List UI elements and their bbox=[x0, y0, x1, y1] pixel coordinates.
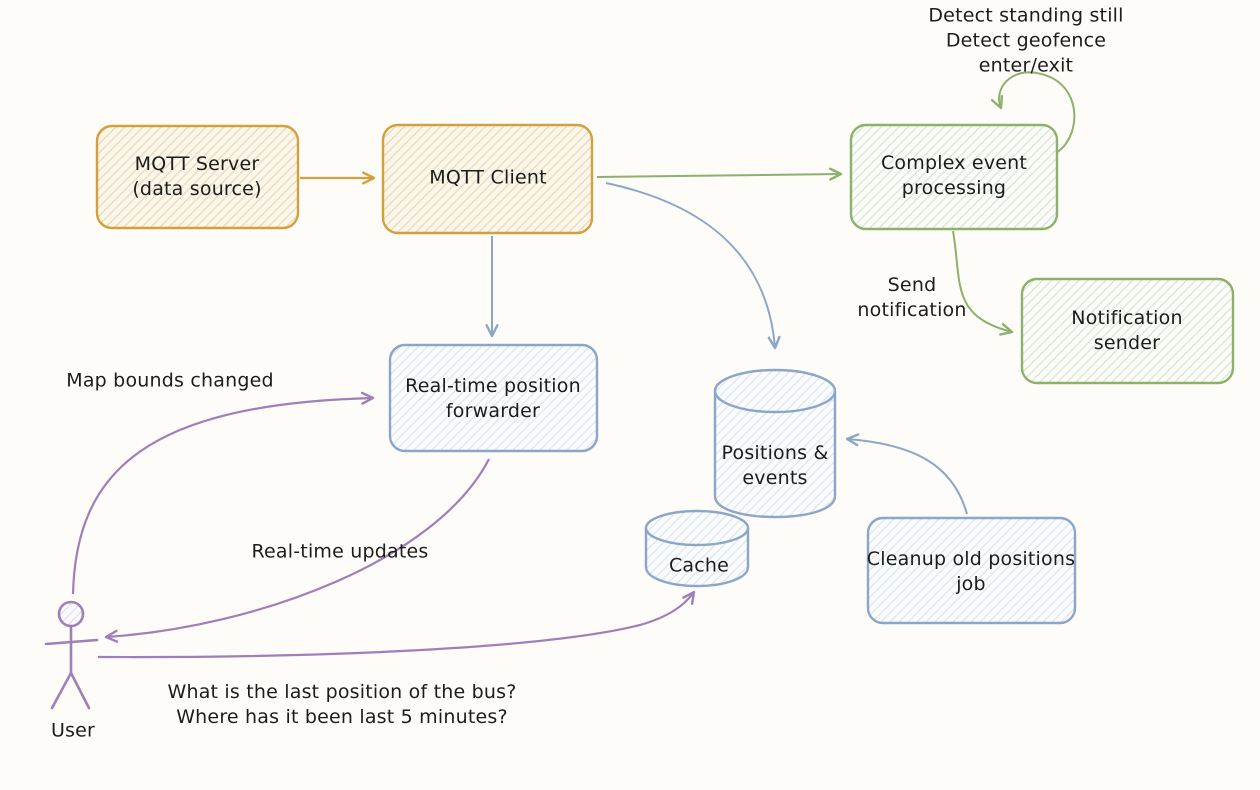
node-notification-sender-label: Notification sender bbox=[1071, 306, 1183, 354]
node-positions-events-db-label: Positions & events bbox=[721, 441, 829, 489]
node-complex-event-processing-shape bbox=[849, 123, 1059, 231]
node-complex-event-processing-label: Complex event processing bbox=[880, 151, 1028, 199]
node-realtime-position-forwarder-label: Real-time position forwarder bbox=[405, 374, 581, 422]
node-mqtt-server-shape bbox=[95, 124, 300, 230]
node-notification-sender-shape bbox=[1020, 277, 1235, 385]
edge-cleanup-to-positions-db bbox=[845, 433, 968, 515]
edge-cep-self-loop bbox=[990, 71, 1076, 154]
node-mqtt-client-label: MQTT Client bbox=[429, 166, 547, 189]
node-mqtt-server-label: MQTT Server (data source) bbox=[132, 152, 262, 200]
edge-cep-to-notification-sender bbox=[952, 230, 1014, 336]
node-positions-events-db-shape bbox=[713, 368, 837, 519]
edge-label-send-notification: Send notification bbox=[857, 273, 967, 321]
edge-client-to-positions-db bbox=[605, 182, 781, 350]
node-mqtt-client-shape bbox=[381, 123, 594, 235]
edge-user-to-cache bbox=[97, 590, 696, 659]
user-label: User bbox=[50, 719, 96, 742]
edge-user-to-forwarder bbox=[71, 391, 375, 595]
node-cache-db-label: Cache bbox=[668, 554, 730, 577]
node-cache-db-shape bbox=[644, 509, 750, 588]
edge-label-map-bounds-changed: Map bounds changed bbox=[66, 369, 274, 392]
edge-forwarder-to-user bbox=[104, 458, 490, 643]
node-cleanup-job-label: Cleanup old positions job bbox=[866, 547, 1076, 595]
user-stick-figure bbox=[44, 600, 99, 710]
node-realtime-position-forwarder-shape bbox=[388, 343, 599, 453]
edge-label-user-questions: What is the last position of the bus? Wh… bbox=[167, 680, 517, 728]
node-cleanup-job-shape bbox=[866, 516, 1077, 625]
edge-label-realtime-updates: Real-time updates bbox=[251, 540, 429, 563]
edge-label-detect-events: Detect standing still Detect geofence en… bbox=[928, 4, 1124, 77]
edge-client-to-cep bbox=[596, 167, 843, 181]
